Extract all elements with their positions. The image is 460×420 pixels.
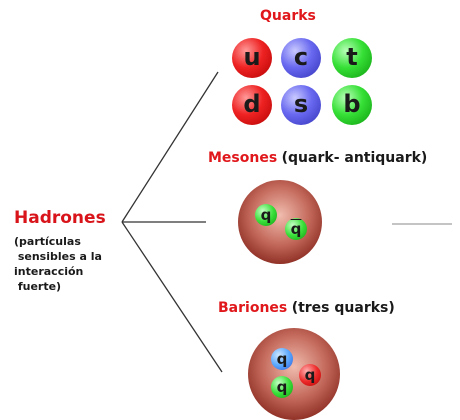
mesones-title: Mesones <box>208 150 278 166</box>
quark-b: b <box>332 85 372 125</box>
baryon-particle: q q q <box>248 328 340 420</box>
quark-u: u <box>232 38 272 78</box>
quark-c: c <box>281 38 321 78</box>
quarks-title: Quarks <box>260 8 316 24</box>
quark-t: t <box>332 38 372 78</box>
bariones-heading: Bariones (tres quarks) <box>218 300 395 316</box>
hadrones-title: Hadrones <box>14 208 106 228</box>
bariones-subtitle: (tres quarks) <box>291 300 395 316</box>
quark-d: d <box>232 85 272 125</box>
baryon-quark-red: q <box>299 364 321 386</box>
hadrones-description: (partículas sensibles a la interacción f… <box>14 235 102 293</box>
meson-antiquark: q <box>285 218 307 240</box>
quark-s: s <box>281 85 321 125</box>
meson-particle: q q <box>238 180 322 264</box>
bariones-title: Bariones <box>218 300 288 316</box>
branch-line-quarks <box>121 71 219 223</box>
meson-quark: q <box>255 204 277 226</box>
mesones-subtitle: (quark- antiquark) <box>281 150 428 166</box>
branch-line-bariones <box>121 221 223 373</box>
mesones-heading: Mesones (quark- antiquark) <box>208 150 427 166</box>
baryon-quark-blue: q <box>271 348 293 370</box>
baryon-quark-green: q <box>271 376 293 398</box>
